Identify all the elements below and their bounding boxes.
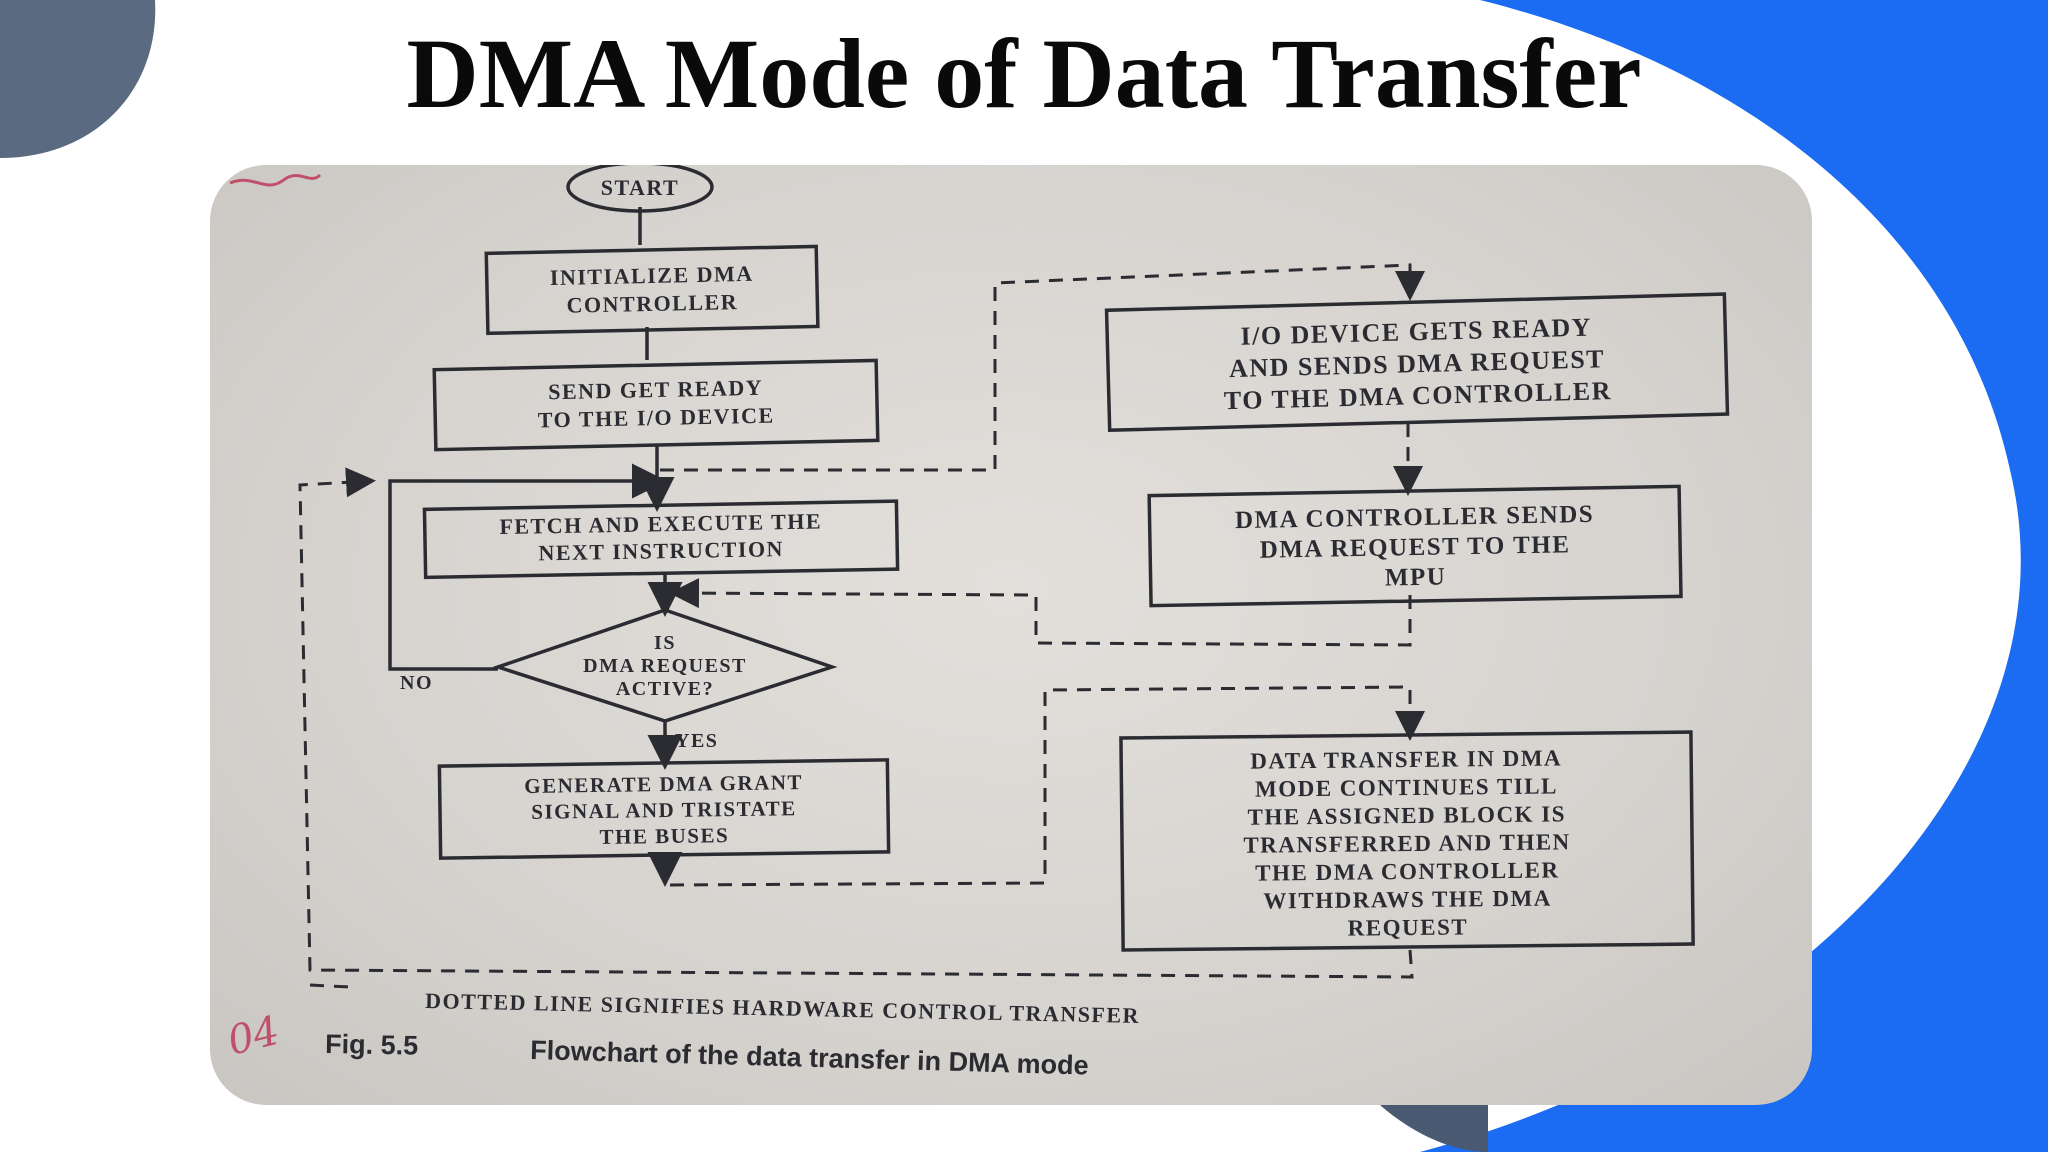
step-send-get-ready: SEND GET READY TO THE I/O DEVICE [432, 358, 880, 452]
step-grant-line-2: SIGNAL AND TRISTATE [531, 796, 797, 824]
decision-line-1: IS [654, 632, 676, 654]
handwritten-mark: 04 [223, 1008, 284, 1065]
step-dma-sends-line-3: MPU [1385, 563, 1447, 591]
step-transfer-line-1: DATA TRANSFER IN DMA [1250, 745, 1562, 773]
step-send-line-1: SEND GET READY [548, 375, 763, 404]
decision-line-3: ACTIVE? [616, 678, 714, 700]
step-initialize-dma: INITIALIZE DMA CONTROLLER [484, 244, 820, 336]
step-fetch-line-2: NEXT INSTRUCTION [538, 536, 784, 565]
decision-line-2: DMA REQUEST [583, 655, 747, 677]
start-terminal [566, 165, 714, 213]
flowchart-photo: START INITIALIZE DMA CONTROLLER SEND GET… [210, 165, 1812, 1105]
step-io-line-3: TO THE DMA CONTROLLER [1224, 376, 1613, 415]
step-grant-line-1: GENERATE DMA GRANT [524, 770, 803, 798]
slide-title: DMA Mode of Data Transfer [406, 18, 1642, 129]
step-generate-grant: GENERATE DMA GRANT SIGNAL AND TRISTATE T… [437, 758, 891, 860]
step-initialize-line-2: CONTROLLER [566, 289, 738, 318]
step-dma-sends-line-1: DMA CONTROLLER SENDS [1235, 501, 1595, 534]
start-label: START [601, 175, 679, 200]
step-transfer-line-6: WITHDRAWS THE DMA [1263, 886, 1552, 914]
step-initialize-line-1: INITIALIZE DMA [550, 261, 754, 290]
solid-flow-lines [388, 207, 683, 887]
slate-corner-shape [0, 0, 156, 158]
decision-dma-request-active: IS DMA REQUEST ACTIVE? [492, 608, 838, 723]
blue-swoosh-shape [1420, 0, 2048, 1152]
handwritten-scribble [229, 173, 322, 187]
dma-flowchart: START INITIALIZE DMA CONTROLLER SEND GET… [223, 165, 1730, 1081]
step-transfer-line-2: MODE CONTINUES TILL [1255, 773, 1558, 801]
figure-caption: Flowchart of the data transfer in DMA mo… [530, 1035, 1089, 1081]
step-send-line-2: TO THE I/O DEVICE [538, 403, 775, 433]
legend-text: DOTTED LINE SIGNIFIES HARDWARE CONTROL T… [425, 988, 1140, 1028]
step-transfer-line-7: REQUEST [1348, 914, 1469, 940]
step-fetch-execute: FETCH AND EXECUTE THE NEXT INSTRUCTION [422, 499, 900, 580]
figure-number: Fig. 5.5 [325, 1029, 419, 1061]
label-no: NO [400, 672, 433, 694]
step-dma-controller-sends: DMA CONTROLLER SENDS DMA REQUEST TO THE … [1147, 484, 1683, 608]
step-transfer-line-4: TRANSFERRED AND THEN [1243, 829, 1571, 857]
dotted-control-lines [298, 263, 1425, 989]
step-dma-sends-line-2: DMA REQUEST TO THE [1260, 531, 1571, 563]
step-grant-line-3: THE BUSES [599, 823, 729, 849]
step-fetch-line-1: FETCH AND EXECUTE THE [499, 508, 822, 539]
label-yes: YES [675, 730, 718, 752]
step-io-device-ready: I/O DEVICE GETS READY AND SENDS DMA REQU… [1104, 292, 1730, 433]
step-data-transfer: DATA TRANSFER IN DMA MODE CONTINUES TILL… [1119, 730, 1695, 952]
step-transfer-line-5: THE DMA CONTROLLER [1255, 857, 1560, 885]
step-transfer-line-3: THE ASSIGNED BLOCK IS [1247, 801, 1566, 829]
slate-bottom-shape [1380, 1105, 1488, 1152]
